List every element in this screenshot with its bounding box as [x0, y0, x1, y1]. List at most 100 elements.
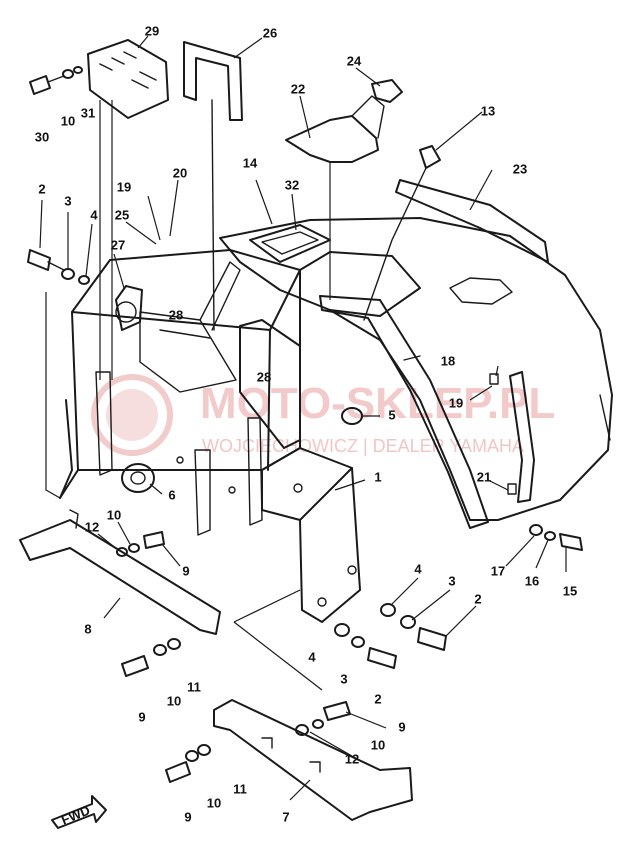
watermark-logo: [91, 374, 173, 456]
assembly-guide-lines: [45, 100, 331, 691]
callout-19: 19: [117, 179, 131, 194]
callout-7: 7: [282, 809, 289, 824]
callout-17: 17: [491, 563, 505, 578]
callout-2: 2: [374, 691, 381, 706]
callout-3: 3: [64, 193, 71, 208]
callout-4: 4: [414, 561, 422, 576]
callout-13: 13: [481, 103, 495, 118]
watermark: MOTO-SKLEP.PL WOJCIECHOWICZ | DEALER YAM…: [91, 374, 555, 456]
washer-part-10-top: [62, 69, 74, 79]
washer-part-4-lower: [334, 623, 350, 637]
washer-part-12-right: [295, 724, 309, 736]
callout-20: 20: [173, 165, 187, 180]
washer-part-10-bottom: [185, 750, 199, 762]
callout-15: 15: [563, 583, 577, 598]
bolt-part-2-right: [417, 627, 447, 651]
bracket-part-28: [239, 319, 301, 449]
callout-9: 9: [398, 719, 405, 734]
trim-strip-part-23: [395, 179, 549, 263]
bolt-part-9-right-upper: [323, 701, 351, 721]
callout-26: 26: [263, 25, 277, 40]
bolt-part-9-left-upper: [143, 531, 165, 549]
callout-12: 12: [345, 751, 359, 766]
callout-24: 24: [347, 53, 362, 68]
washer-part-3-upper-left: [61, 268, 75, 280]
bolt-part-2-upper-left: [27, 249, 65, 271]
washer-part-11-bottom: [197, 744, 211, 756]
washer-part-12-left: [116, 547, 128, 557]
callout-11: 11: [187, 679, 201, 694]
callout-19: 19: [449, 395, 463, 410]
washer-part-17: [529, 524, 543, 536]
callout-29: 29: [145, 23, 159, 38]
bolt-part-2-lower: [367, 647, 397, 669]
washer-part-10-right: [312, 719, 324, 729]
washer-part-16: [544, 531, 556, 541]
fwd-arrow-icon: FWD: [51, 795, 107, 829]
callout-23: 23: [513, 161, 527, 176]
cap-part-24: [371, 79, 403, 103]
callout-12: 12: [85, 519, 99, 534]
grommet-part-6: [121, 463, 155, 493]
cable-part-13: [363, 145, 441, 321]
callout-32: 32: [285, 177, 299, 192]
bracket-part-27: [115, 285, 143, 331]
fwd-label: FWD: [59, 803, 92, 828]
bolt-part-15: [559, 533, 583, 551]
callout-8: 8: [84, 621, 91, 636]
washer-part-31: [73, 66, 83, 74]
callout-27: 27: [111, 237, 125, 252]
callout-9: 9: [184, 809, 191, 824]
callout-6: 6: [168, 487, 175, 502]
watermark-title: MOTO-SKLEP.PL: [200, 379, 555, 428]
watermark-subtitle: WOJCIECHOWICZ | DEALER YAMAHA: [202, 436, 524, 456]
callout-3: 3: [448, 573, 455, 588]
callout-18: 18: [441, 353, 455, 368]
callout-2: 2: [38, 181, 45, 196]
callout-10: 10: [207, 795, 221, 810]
rail-part-8: [19, 509, 221, 635]
callout-28: 28: [257, 369, 271, 384]
callout-16: 16: [525, 573, 539, 588]
washer-part-10-left-lower: [153, 644, 167, 656]
callout-22: 22: [291, 81, 305, 96]
washer-part-4-right: [380, 603, 396, 617]
callout-4: 4: [90, 207, 98, 222]
washer-part-4-upper-left: [78, 275, 90, 285]
callout-4: 4: [308, 649, 316, 664]
callout-11: 11: [233, 781, 247, 796]
callout-21: 21: [477, 469, 491, 484]
washer-part-3-right: [400, 615, 416, 629]
bolt-part-9-left-lower: [121, 655, 149, 677]
callout-28: 28: [169, 307, 183, 322]
callout-10: 10: [107, 507, 121, 522]
callout-10: 10: [61, 113, 75, 128]
washer-part-3-lower: [351, 636, 365, 648]
callout-3: 3: [340, 671, 347, 686]
filler-boot-part-22: [285, 95, 385, 163]
callout-10: 10: [371, 737, 385, 752]
callout-labels: 1 2 2 2 3 3 3 4 4 4 5 6 7 8 9 9 9 9 10 1…: [35, 23, 577, 824]
rail-part-7: [213, 699, 413, 821]
callout-9: 9: [182, 563, 189, 578]
callout-leaders: [39, 35, 567, 801]
callout-30: 30: [35, 129, 49, 144]
bolt-part-30: [29, 75, 65, 95]
console-cover: [219, 217, 613, 529]
callout-9: 9: [138, 709, 145, 724]
clip-part-21-clip: [507, 483, 517, 495]
callout-5: 5: [388, 407, 395, 422]
washer-part-10-left-upper: [128, 543, 140, 553]
strip-part-21: [509, 371, 535, 503]
callout-14: 14: [243, 155, 258, 170]
clip-part-18: [489, 373, 499, 385]
connector-part-29: [87, 39, 169, 119]
callout-31: 31: [81, 105, 95, 120]
pad-part-26: [183, 41, 243, 331]
callout-25: 25: [115, 207, 129, 222]
callout-10: 10: [167, 693, 181, 708]
callout-1: 1: [374, 469, 381, 484]
washer-part-11-left: [167, 638, 181, 650]
bolt-part-9-bottom: [165, 761, 191, 783]
